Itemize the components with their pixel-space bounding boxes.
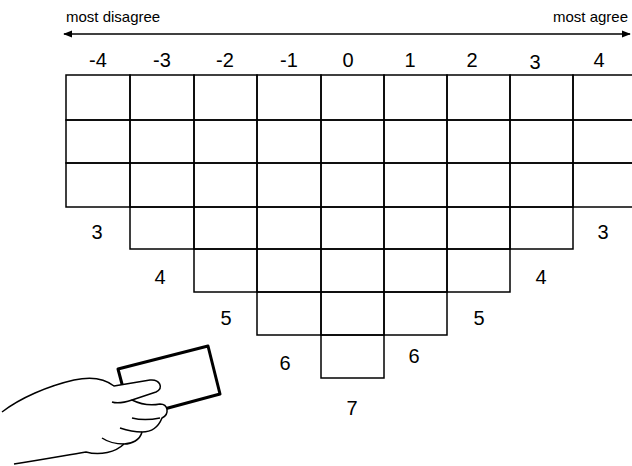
- grid-cell: [321, 292, 384, 335]
- column-count: 7: [346, 398, 357, 418]
- grid-cell: [321, 335, 384, 378]
- grid-cell: [194, 163, 257, 207]
- column-score: -1: [280, 50, 298, 70]
- grid-cell: [257, 249, 321, 292]
- grid-cell: [321, 75, 384, 120]
- grid-cell: [257, 207, 321, 249]
- grid-cell: [194, 207, 257, 249]
- column-score: 1: [404, 50, 415, 70]
- column-score: -4: [89, 50, 107, 70]
- grid-cell: [321, 207, 384, 249]
- grid-cell: [257, 75, 321, 120]
- column-count: 5: [220, 308, 231, 328]
- grid-cell: [510, 75, 573, 120]
- grid-cell: [384, 163, 447, 207]
- scale-end-label: most agree: [553, 9, 628, 24]
- grid-cell: [194, 120, 257, 163]
- grid-cell: [130, 207, 194, 249]
- column-count: 3: [91, 222, 102, 242]
- column-score: 3: [529, 52, 540, 72]
- grid-cell: [510, 120, 573, 163]
- column-count: 6: [408, 346, 419, 366]
- column-score: -2: [216, 50, 234, 70]
- grid-cell: [573, 163, 632, 207]
- scale-end-label: most disagree: [66, 9, 160, 24]
- sort-grid: [66, 75, 632, 378]
- grid-cell: [257, 292, 321, 335]
- grid-cell: [66, 163, 130, 207]
- grid-cell: [130, 75, 194, 120]
- grid-cell: [257, 163, 321, 207]
- grid-cell: [321, 249, 384, 292]
- column-count: 4: [535, 267, 546, 287]
- grid-cell: [384, 207, 447, 249]
- grid-cell: [573, 75, 632, 120]
- grid-cell: [384, 75, 447, 120]
- column-count: 5: [473, 308, 484, 328]
- grid-cell: [384, 292, 447, 335]
- agreement-axis: [64, 33, 630, 35]
- grid-cell: [130, 163, 194, 207]
- grid-cell: [384, 120, 447, 163]
- grid-cell: [447, 75, 510, 120]
- grid-cell: [447, 207, 510, 249]
- grid-cell: [321, 120, 384, 163]
- grid-cell: [194, 75, 257, 120]
- grid-cell: [447, 249, 510, 292]
- grid-cell: [257, 120, 321, 163]
- grid-cell: [66, 120, 130, 163]
- hand-with-card: [2, 346, 220, 464]
- grid-cell: [130, 120, 194, 163]
- grid-cell: [510, 163, 573, 207]
- grid-cell: [66, 75, 130, 120]
- grid-cell: [384, 249, 447, 292]
- grid-cell: [194, 249, 257, 292]
- column-count: 3: [597, 222, 608, 242]
- column-count: 6: [279, 353, 290, 373]
- column-score: 2: [466, 50, 477, 70]
- column-score: 4: [593, 50, 604, 70]
- column-score: -3: [153, 50, 171, 70]
- grid-cell: [447, 120, 510, 163]
- grid-cell: [573, 120, 632, 163]
- column-count: 4: [154, 267, 165, 287]
- grid-cell: [321, 163, 384, 207]
- grid-cell: [447, 163, 510, 207]
- column-score: 0: [342, 50, 353, 70]
- grid-cell: [510, 207, 573, 249]
